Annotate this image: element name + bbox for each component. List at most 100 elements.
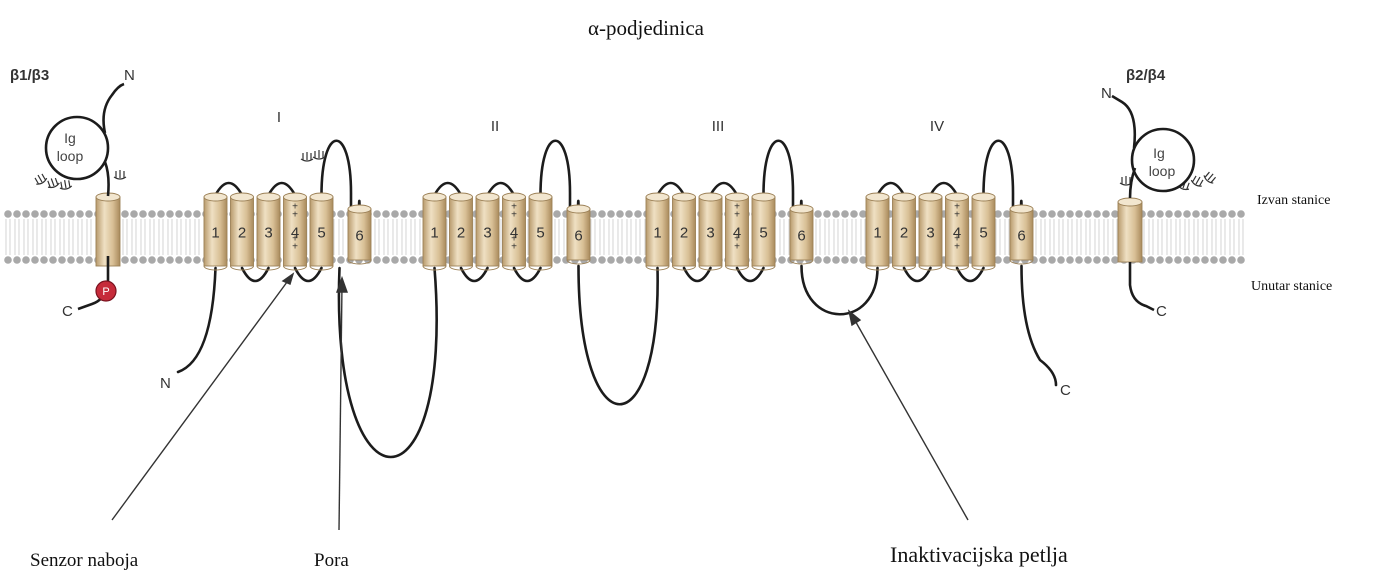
domain-numeral-4: IV	[930, 118, 944, 135]
glycan-stroke	[1190, 174, 1205, 188]
lipid-head	[40, 210, 48, 218]
segment-cap	[699, 193, 722, 201]
lipid-head	[1102, 210, 1110, 218]
lipid-head	[49, 210, 57, 218]
lipid-head	[58, 210, 66, 218]
lipid-head	[1219, 256, 1227, 264]
segment-s1: 1	[866, 193, 889, 270]
lipid-bilayer	[4, 210, 1245, 264]
alpha-n-tail	[178, 268, 216, 372]
lipid-head	[598, 210, 606, 218]
alpha-c-tail	[1022, 266, 1057, 385]
lipid-head	[616, 256, 624, 264]
lipid-head	[184, 210, 192, 218]
lipid-head	[1165, 256, 1173, 264]
segment-cap	[284, 193, 307, 201]
sensor-arrow	[112, 278, 290, 520]
segment-s3: 3	[699, 193, 722, 270]
lipid-head	[1210, 210, 1218, 218]
lipid-head	[1057, 256, 1065, 264]
glycan-tuft-icon	[46, 176, 60, 189]
callout-arrows	[112, 274, 968, 530]
inactivation-arrowhead-icon	[849, 311, 860, 325]
segment-cap	[231, 193, 254, 201]
sensor-callout-label: Senzor naboja	[30, 550, 139, 571]
sensor-arrowhead-icon	[283, 274, 293, 284]
glycosylation-marks	[33, 150, 1218, 191]
lipid-head	[1156, 210, 1164, 218]
beta-right-helix	[1118, 198, 1142, 262]
segment-cap	[726, 193, 749, 201]
lipid-head	[193, 256, 201, 264]
segment-number: 3	[926, 225, 934, 242]
lipid-head	[850, 210, 858, 218]
lipid-head	[148, 256, 156, 264]
lipid-head	[1219, 210, 1227, 218]
glycan-tuft-icon	[33, 172, 48, 186]
lipid-head	[1057, 210, 1065, 218]
segment-s5: 5	[752, 193, 775, 270]
glycan-stroke	[313, 150, 325, 159]
lipid-head	[598, 256, 606, 264]
lipid-head	[1039, 256, 1047, 264]
charge-plus: +	[292, 210, 298, 221]
lipid-head	[373, 210, 381, 218]
lipid-head	[841, 256, 849, 264]
lipid-head	[1192, 210, 1200, 218]
segment-number: 5	[759, 225, 767, 242]
lipid-head	[1183, 256, 1191, 264]
lipid-head	[1165, 210, 1173, 218]
segment-cap	[476, 193, 499, 201]
segment-cap	[866, 193, 889, 201]
lipid-head	[58, 256, 66, 264]
lipid-head	[1084, 256, 1092, 264]
segment-cap	[503, 193, 526, 201]
pore-callout-label: Pora	[314, 550, 349, 571]
glycan-tuft-icon	[1190, 174, 1205, 188]
lipid-head	[139, 210, 147, 218]
charge-plus: +	[734, 210, 740, 221]
inactivation-arrow	[853, 317, 968, 520]
beta-left-label: β1/β3	[10, 67, 49, 84]
charge-plus: +	[511, 210, 517, 221]
lipid-head	[4, 210, 12, 218]
segment-number: 6	[797, 228, 805, 245]
segment-cap	[972, 193, 995, 201]
segment-s6: 6	[567, 205, 590, 264]
lipid-head	[409, 256, 417, 264]
lipid-head	[13, 210, 21, 218]
lipid-head	[607, 210, 615, 218]
segment-s5: 5	[310, 193, 333, 270]
lipid-head	[391, 210, 399, 218]
lipid-head	[121, 256, 129, 264]
glycan-tuft-icon	[301, 152, 313, 161]
inactivation-loop	[802, 266, 878, 314]
alpha-n-terminus: N	[160, 375, 171, 392]
lipid-head	[553, 210, 561, 218]
lipid-head	[166, 256, 174, 264]
segment-number: 1	[430, 225, 438, 242]
segment-cap	[1118, 198, 1142, 206]
linker-i-ii	[339, 268, 437, 457]
segment-s3: 3	[257, 193, 280, 270]
lipid-head	[157, 210, 165, 218]
domain-numeral-1: I	[277, 109, 281, 126]
segment-cap	[204, 193, 227, 201]
segment-s4: 4++++	[284, 193, 307, 270]
alpha-c-terminus: C	[1060, 382, 1071, 399]
domain-numeral-3: III	[712, 118, 725, 135]
lipid-head	[40, 256, 48, 264]
lipid-head	[184, 256, 192, 264]
lipid-head	[1174, 256, 1182, 264]
lipid-head	[1075, 256, 1083, 264]
segment-number: 3	[483, 225, 491, 242]
lipid-head	[1066, 210, 1074, 218]
segment-cap	[529, 193, 552, 201]
lipid-head	[634, 210, 642, 218]
lipid-head	[382, 256, 390, 264]
lipid-head	[400, 210, 408, 218]
segment-cap	[646, 193, 669, 201]
lipid-head	[76, 256, 84, 264]
segment-cap	[1010, 205, 1033, 213]
